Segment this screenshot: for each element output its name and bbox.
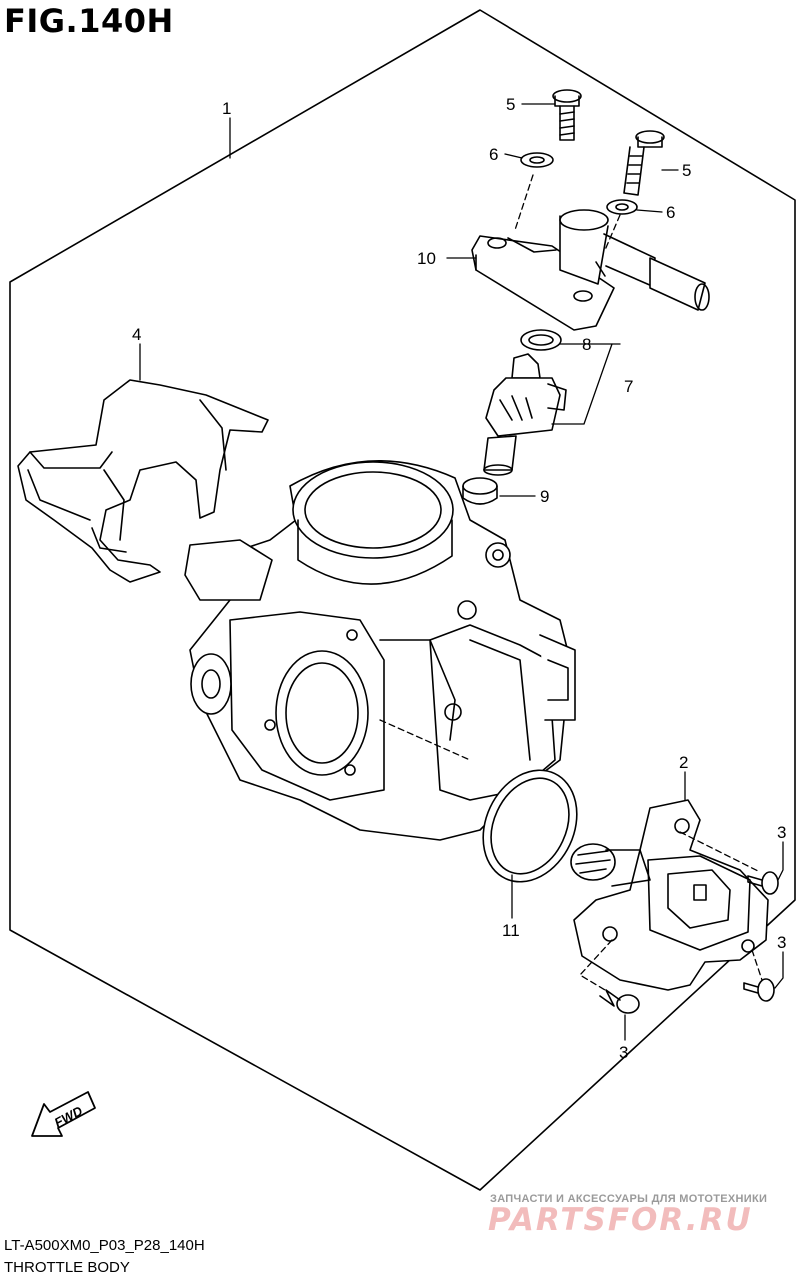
assembly-boundary (9, 9, 796, 1191)
injector-o-ring (520, 329, 562, 351)
callout-5: 5 (682, 161, 691, 180)
callout-3: 3 (777, 823, 786, 842)
fwd-arrow-icon: FWD (31, 1091, 96, 1137)
callout-4: 4 (132, 325, 141, 344)
throttle-cable-bracket (17, 379, 269, 583)
throttle-body-gasket (482, 769, 578, 883)
fuel-injector (483, 353, 567, 476)
figure-title: FIG.140H (4, 2, 174, 40)
callout-10: 10 (417, 249, 436, 268)
callout-1: 1 (222, 99, 231, 118)
callout-3: 3 (619, 1043, 628, 1062)
bolt-isc-bottom (599, 989, 640, 1014)
callout-6: 6 (666, 203, 675, 222)
callout-6: 6 (489, 145, 498, 164)
bolt-isc-lower (743, 978, 775, 1002)
idle-speed-control-valve (570, 799, 769, 991)
bolt-upper-left (552, 89, 582, 141)
washer-upper-right (606, 199, 638, 215)
bolt-upper-right (623, 130, 665, 196)
fuel-delivery-pipe (471, 209, 710, 331)
callout-11: 11 (502, 921, 520, 940)
throttle-body (184, 460, 576, 841)
callout-8: 8 (582, 335, 591, 354)
callout-7: 7 (624, 377, 633, 396)
callout-9: 9 (540, 487, 549, 506)
leader-lines (139, 103, 784, 1041)
watermark-logo: PARTSFOR.RU (488, 1202, 753, 1238)
callout-2: 2 (679, 753, 688, 772)
callout-3: 3 (777, 933, 786, 952)
figure-code: LT-A500XM0_P03_P28_140H (4, 1237, 205, 1254)
watermark-tagline: ЗАПЧАСТИ И АКСЕССУАРЫ ДЛЯ МОТОТЕХНИКИ (490, 1193, 768, 1205)
injector-cushion (462, 477, 498, 505)
figure-description: THROTTLE BODY (4, 1259, 130, 1276)
washer-upper-left (520, 152, 554, 168)
callout-5: 5 (506, 95, 515, 114)
bolt-isc-upper (747, 871, 779, 895)
